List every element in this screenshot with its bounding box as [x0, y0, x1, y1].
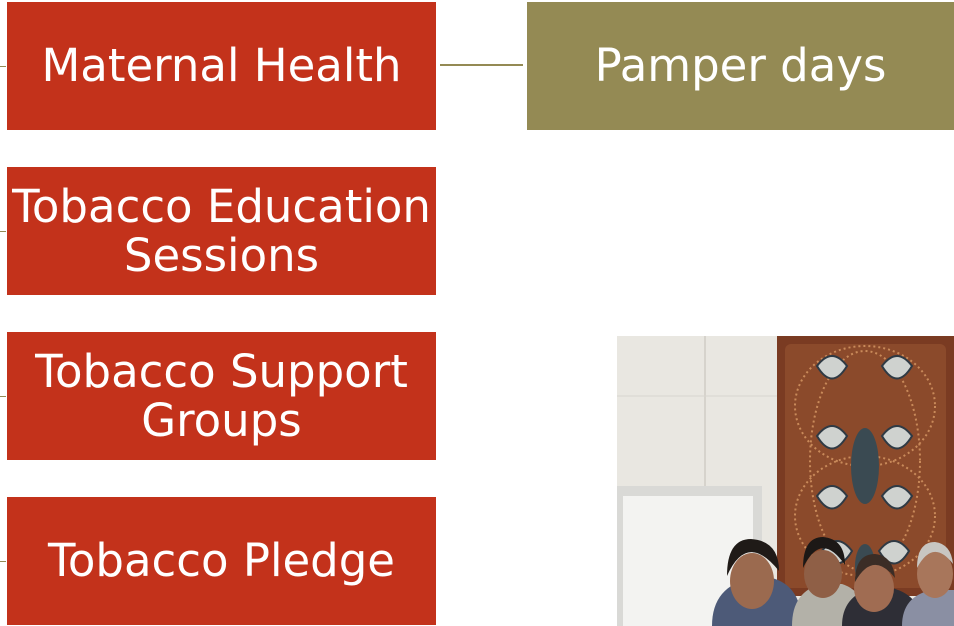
tobacco-support-label-line1: Tobacco Support — [35, 344, 408, 398]
tobacco-pledge-label: Tobacco Pledge — [48, 534, 395, 588]
tobacco-pledge-box: Tobacco Pledge — [7, 497, 436, 625]
connector-tick-1 — [0, 66, 6, 67]
tobacco-education-box: Tobacco Education Sessions — [7, 167, 436, 295]
pamper-days-label: Pamper days — [594, 39, 887, 93]
connector-tick-3 — [0, 396, 6, 397]
tobacco-support-box: Tobacco Support Groups — [7, 332, 436, 460]
maternal-health-label: Maternal Health — [41, 39, 402, 93]
maternal-health-connector — [440, 64, 523, 66]
maternal-health-box: Maternal Health — [7, 2, 436, 130]
tobacco-education-label-line1: Tobacco Education — [12, 179, 431, 233]
pamper-days-box: Pamper days — [527, 2, 954, 130]
connector-tick-4 — [0, 561, 6, 562]
tobacco-education-label-line2: Sessions — [123, 229, 320, 282]
tobacco-support-label-line2: Groups — [141, 394, 302, 447]
group-photo — [617, 336, 954, 626]
connector-tick-2 — [0, 231, 6, 232]
